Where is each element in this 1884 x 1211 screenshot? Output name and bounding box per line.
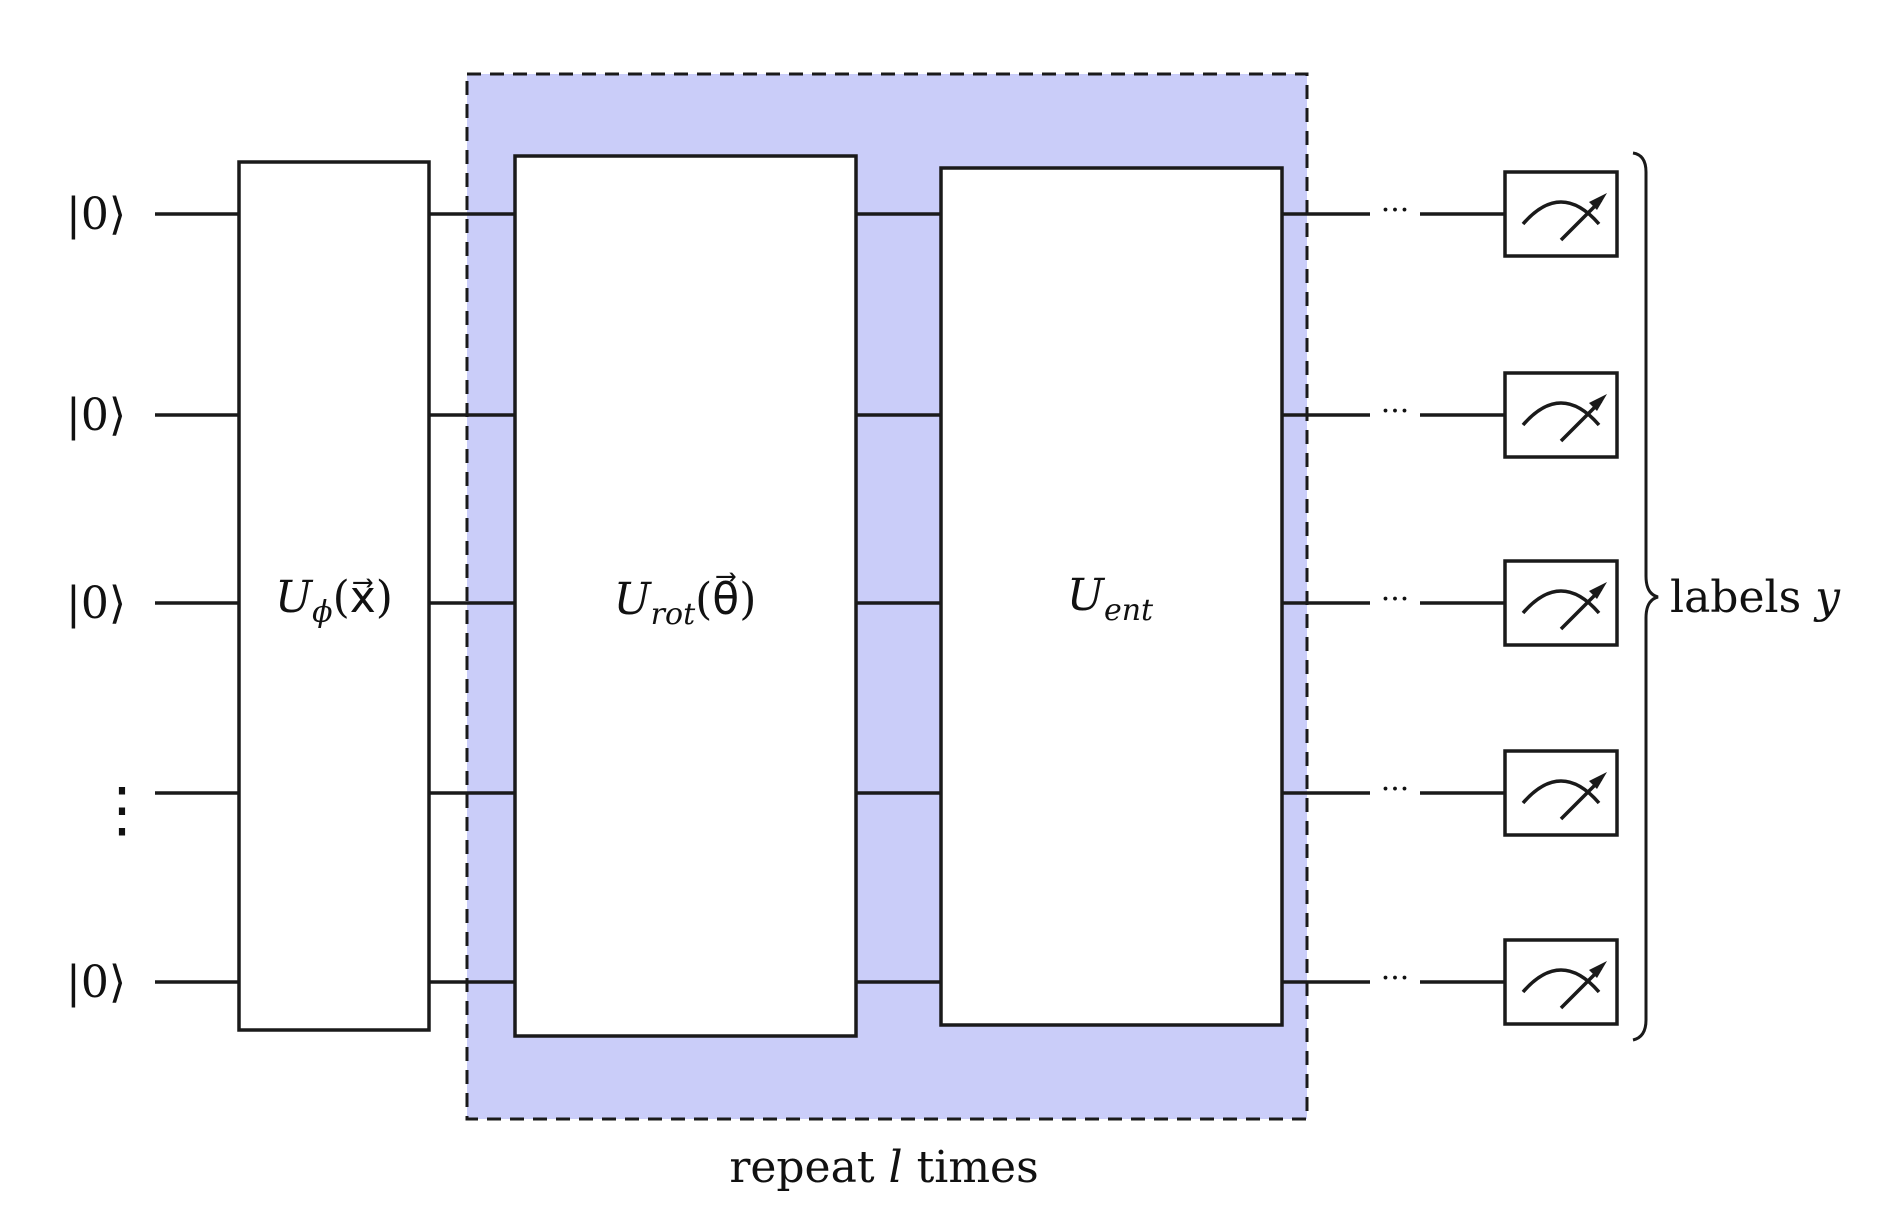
meter-arrowhead [1589, 582, 1607, 599]
meter-box [1503, 559, 1619, 647]
continuation-dots-text: ··· [1381, 394, 1410, 429]
meter-arrowhead [1589, 772, 1607, 789]
feature-map-gate: Uϕ(x⃗) [237, 160, 431, 1032]
measurements [1503, 170, 1619, 1026]
continuation-dots-text: ··· [1381, 772, 1410, 807]
rotation-arg: (θ⃗) [695, 572, 756, 625]
feature-map-arg: (x⃗) [333, 572, 393, 623]
repeat-caption-var: l [889, 1142, 903, 1193]
input-ket: |0⟩ [66, 957, 126, 1008]
meter-icon [1503, 559, 1619, 647]
continuation-dots-text: ··· [1381, 193, 1410, 228]
continuation-dots-text: ··· [1381, 582, 1410, 617]
input-ket: |0⟩ [66, 578, 126, 629]
svg-text:Urot(θ⃗): Urot(θ⃗) [614, 572, 757, 632]
rotation-gate: Urot(θ⃗) [513, 154, 858, 1038]
repeat-caption-before: repeat [729, 1142, 888, 1193]
meter-arrowhead [1589, 394, 1607, 411]
input-ket: |0⟩ [66, 390, 126, 441]
meter-arrowhead [1589, 193, 1607, 210]
meter-box [1503, 371, 1619, 459]
continuation-dots: ··· ··· ··· ··· ··· [1381, 193, 1410, 996]
output-label: labels y [1670, 572, 1841, 623]
repeat-caption-after: times [903, 1142, 1039, 1193]
rotation-base: U [614, 574, 653, 625]
output-label-text: labels [1670, 572, 1815, 623]
meter-arc [1521, 401, 1601, 427]
meter-icon [1503, 749, 1619, 837]
meter-box [1503, 170, 1619, 258]
entangler-gate: Uent [939, 166, 1284, 1027]
qubit-wires [155, 212, 1505, 984]
meter-icon [1503, 938, 1619, 1026]
meter-box [1503, 938, 1619, 1026]
meter-icon [1503, 170, 1619, 258]
entangler-base: U [1067, 570, 1106, 621]
meter-icon [1503, 371, 1619, 459]
feature-map-base: U [275, 572, 314, 623]
output-brace [1632, 151, 1659, 1042]
continuation-dots-text: ··· [1381, 961, 1410, 996]
meter-arrowhead [1589, 961, 1607, 978]
rotation-sub: rot [651, 597, 696, 632]
input-ket: |0⟩ [66, 189, 126, 240]
meter-arc [1521, 589, 1601, 615]
svg-text:Uent: Uent [1067, 570, 1154, 628]
input-states: |0⟩ |0⟩ |0⟩ ⋮ |0⟩ [66, 189, 152, 1008]
feature-map-sub: ϕ [312, 595, 332, 630]
meter-arc [1521, 779, 1601, 805]
repeat-caption: repeat l times [729, 1142, 1038, 1193]
entangler-sub: ent [1104, 593, 1154, 628]
meter-box [1503, 749, 1619, 837]
output-label-var: y [1813, 572, 1841, 623]
input-ellipsis: ⋮ [92, 775, 152, 845]
meter-arc [1521, 200, 1601, 226]
svg-text:Uϕ(x⃗): Uϕ(x⃗) [275, 572, 393, 630]
meter-arc [1521, 968, 1601, 994]
